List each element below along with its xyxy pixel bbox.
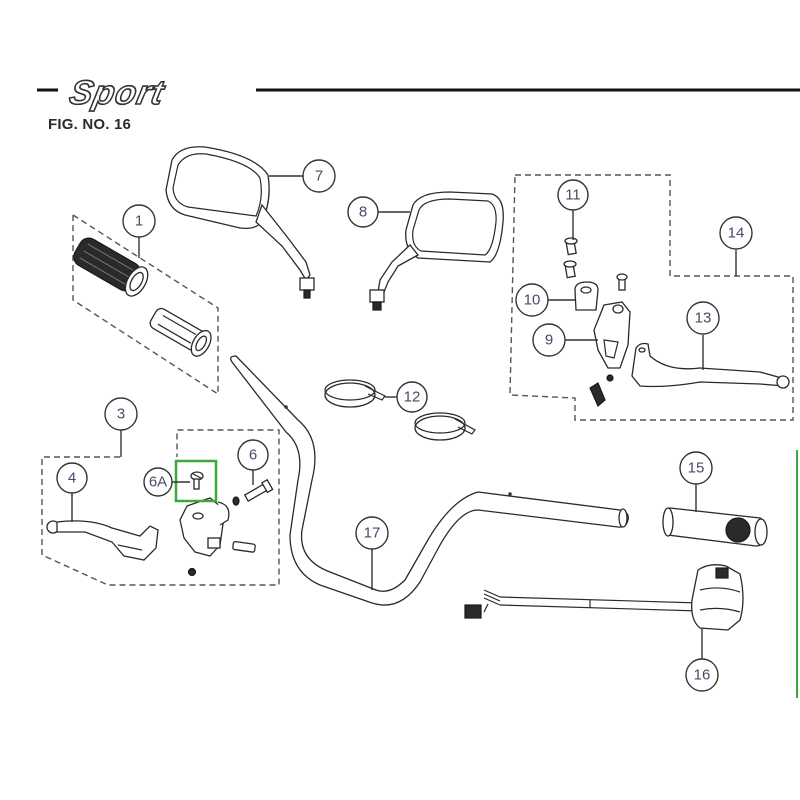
svg-text:17: 17 — [364, 525, 381, 542]
svg-text:6A: 6A — [149, 474, 167, 491]
part-14-brake-lever-assembly — [509, 174, 794, 421]
callout-3[interactable]: 3 — [104, 397, 138, 431]
svg-text:1: 1 — [135, 213, 143, 230]
callout-8[interactable]: 8 — [347, 196, 379, 228]
svg-text:16: 16 — [694, 667, 711, 684]
svg-text:11: 11 — [565, 187, 581, 204]
svg-text:14: 14 — [728, 225, 745, 242]
callout-1[interactable]: 1 — [122, 204, 156, 238]
callout-11[interactable]: 11 — [557, 179, 589, 211]
part-1-grip-set — [72, 213, 219, 396]
part-6a-screw — [190, 471, 204, 490]
callout-6a[interactable]: 6A — [143, 467, 173, 497]
part-7-mirror-left — [165, 146, 315, 299]
highlight-box-6a — [174, 459, 218, 503]
svg-text:3: 3 — [117, 406, 125, 423]
svg-text:15: 15 — [688, 460, 705, 477]
part-8-mirror-right — [369, 191, 504, 311]
leader-lines — [71, 175, 737, 659]
part-11-clamp-bolts — [563, 237, 628, 291]
svg-text:12: 12 — [404, 389, 421, 406]
part-12-cable-clips — [324, 379, 476, 441]
callout-12[interactable]: 12 — [396, 381, 428, 413]
group-box-14 — [509, 174, 794, 421]
part-6-lever-bracket — [179, 478, 274, 577]
svg-text:4: 4 — [68, 470, 76, 487]
part-15-right-grip — [662, 507, 768, 547]
svg-text:10: 10 — [524, 292, 541, 309]
part-13-brake-lever — [631, 342, 790, 389]
svg-text:7: 7 — [315, 168, 323, 185]
callout-6[interactable]: 6 — [237, 439, 269, 471]
callout-14[interactable]: 14 — [719, 216, 753, 250]
callout-4[interactable]: 4 — [56, 462, 88, 494]
svg-text:13: 13 — [695, 310, 712, 327]
part-3-clutch-lever-assembly — [41, 429, 280, 586]
svg-text:8: 8 — [359, 204, 367, 221]
callout-10[interactable]: 10 — [515, 283, 549, 317]
part-17-handlebar — [230, 355, 629, 606]
group-box-3 — [41, 429, 280, 586]
brand-wordmark: Sport — [66, 74, 168, 112]
callout-13[interactable]: 13 — [686, 301, 720, 335]
part-16-handlebar-switch — [464, 564, 744, 631]
figure-number: FIG. NO. 16 — [48, 116, 132, 133]
callout-7[interactable]: 7 — [302, 159, 336, 193]
callout-9[interactable]: 9 — [532, 323, 566, 357]
callout-17[interactable]: 17 — [355, 516, 389, 550]
svg-text:9: 9 — [545, 332, 553, 349]
callout-15[interactable]: 15 — [679, 451, 713, 485]
callout-16[interactable]: 16 — [685, 658, 719, 692]
svg-text:6: 6 — [249, 447, 257, 464]
part-4-clutch-lever — [46, 520, 159, 561]
part-10-clamp — [574, 281, 599, 311]
group-box-1 — [72, 213, 219, 396]
part-9-master-cylinder — [589, 301, 631, 407]
